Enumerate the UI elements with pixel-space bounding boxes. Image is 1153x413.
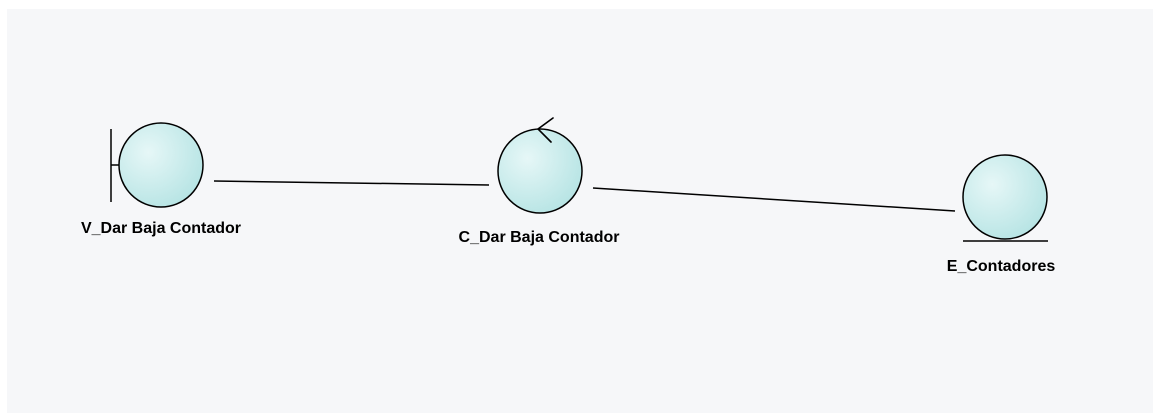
entity-circle bbox=[962, 154, 1048, 240]
entity-object[interactable] bbox=[962, 154, 1048, 242]
control-object[interactable] bbox=[497, 117, 583, 214]
association-line-boundary-control[interactable] bbox=[213, 180, 490, 186]
control-arrow-icon bbox=[536, 117, 554, 143]
boundary-object[interactable] bbox=[110, 122, 204, 208]
diagram-canvas bbox=[7, 9, 1153, 413]
control-circle bbox=[497, 128, 583, 214]
boundary-circle bbox=[118, 122, 204, 208]
association-line-control-entity[interactable] bbox=[592, 187, 956, 212]
boundary-label: V_Dar Baja Contador bbox=[80, 220, 242, 237]
control-label: C_Dar Baja Contador bbox=[458, 229, 620, 246]
entity-label: E_Contadores bbox=[946, 258, 1056, 275]
